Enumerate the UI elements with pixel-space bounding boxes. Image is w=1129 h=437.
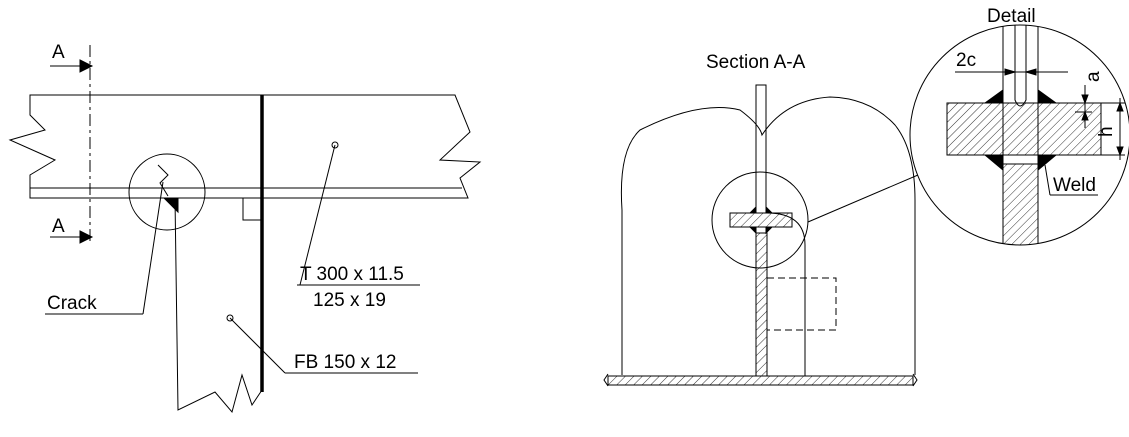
t-bar-label-line1: T 300 x 11.5 <box>300 264 404 285</box>
t-bar-label-line2: 125 x 19 <box>313 290 386 311</box>
detail-title: Detail <box>987 6 1036 27</box>
crack-line <box>157 164 169 197</box>
section-mark-top: A <box>52 42 65 63</box>
dim-a-label: a <box>1083 71 1104 82</box>
detail-lower-web <box>1002 163 1039 245</box>
flat-bar-label: FB 150 x 12 <box>294 352 396 373</box>
left-view <box>8 45 482 414</box>
dim-2c-label: 2c <box>956 50 976 71</box>
bracket <box>242 198 262 221</box>
detail-flange <box>946 102 1102 156</box>
flat-bar-outline <box>174 197 263 414</box>
detail-leader <box>807 171 926 223</box>
section-arrow-bottom <box>79 230 94 244</box>
weld-triangle <box>162 197 179 214</box>
section-arrow-top <box>79 59 94 73</box>
fb-stiffener <box>755 232 768 377</box>
detail-view <box>909 24 1129 246</box>
weld-upper-left <box>983 89 1004 104</box>
section-mark-bottom: A <box>52 216 65 237</box>
weld-lower-left <box>983 154 1004 172</box>
t-flange <box>729 212 793 228</box>
crack-label: Crack <box>47 293 97 314</box>
weld-lower-right <box>1037 154 1058 172</box>
dim-h-label: h <box>1096 126 1117 137</box>
t-web <box>755 84 767 214</box>
section-title: Section A-A <box>706 52 806 73</box>
hull-outline <box>620 96 916 375</box>
weld-label: Weld <box>1053 175 1096 196</box>
section-detail-circle <box>711 171 809 269</box>
bottom-plate <box>607 375 914 386</box>
section-bracket <box>766 212 806 376</box>
dashed-cutout <box>767 277 837 331</box>
section-view <box>603 84 926 387</box>
weld-upper-right <box>1037 89 1058 104</box>
girder-outline <box>8 94 482 199</box>
crack-detail-circle <box>128 153 206 231</box>
